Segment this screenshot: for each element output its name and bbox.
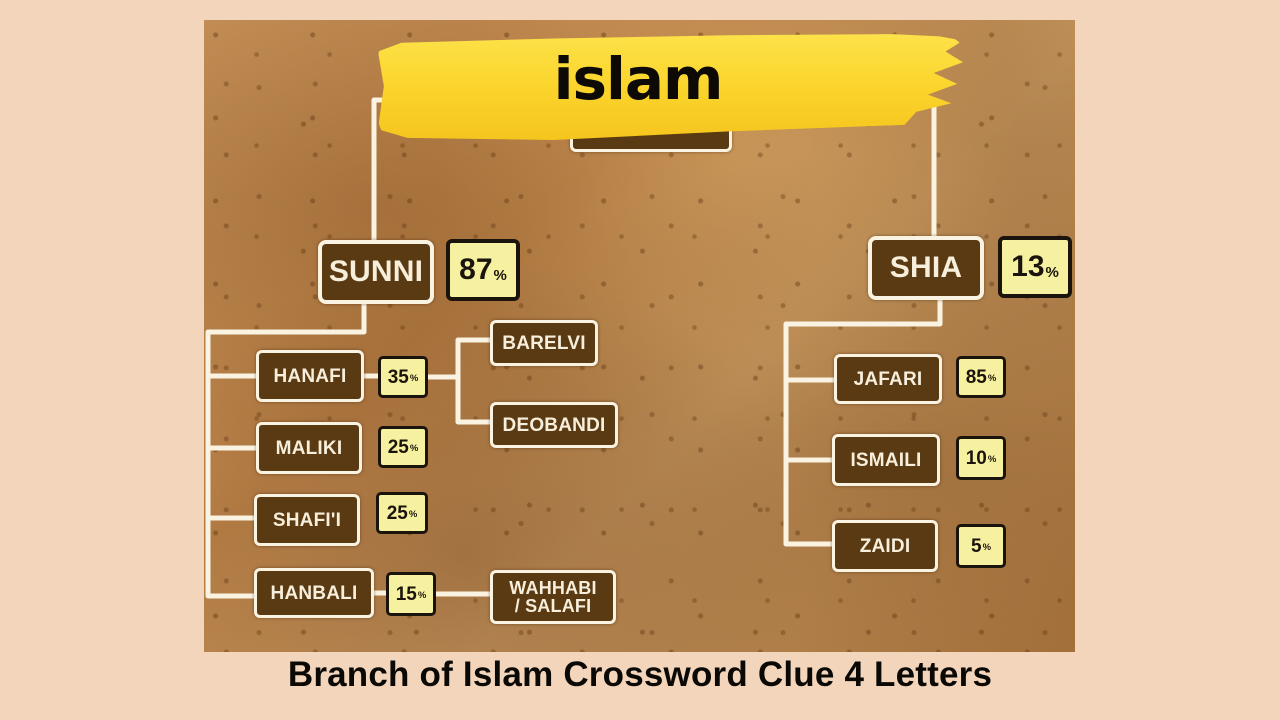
node-zaidi: ZAIDI xyxy=(832,520,938,572)
percent-sunni: 87% xyxy=(446,239,520,301)
percent-zaidi-value: 5 xyxy=(970,535,982,557)
node-wahhabi-label: WAHHABI xyxy=(509,578,597,598)
percent-ismaili: 10% xyxy=(956,436,1006,480)
banner-title: islam xyxy=(553,45,724,113)
percent-symbol: % xyxy=(417,589,427,601)
percent-symbol: % xyxy=(1045,263,1059,281)
percent-symbol: % xyxy=(409,372,419,384)
node-deobandi-label: DEOBANDI xyxy=(502,414,606,436)
percent-hanbali-value: 15 xyxy=(395,583,417,605)
percent-hanbali: 15% xyxy=(386,572,436,616)
percent-shia: 13% xyxy=(998,236,1072,298)
percent-maliki-value: 25 xyxy=(387,436,409,458)
node-zaidi-label: ZAIDI xyxy=(859,535,911,557)
node-hanbali-label: HANBALI xyxy=(270,582,358,604)
node-shafii-label: SHAFI'I xyxy=(272,509,342,531)
node-wahhabi-salafi: WAHHABI / SALAFI xyxy=(490,570,616,624)
percent-symbol: % xyxy=(982,541,992,553)
percent-symbol: % xyxy=(493,266,507,284)
percent-hanafi: 35% xyxy=(378,356,428,398)
title-banner xyxy=(378,34,963,140)
node-shia-label: SHIA xyxy=(889,251,963,284)
node-jafari: JAFARI xyxy=(834,354,942,404)
node-salafi-label: / SALAFI xyxy=(514,596,592,616)
percent-zaidi: 5% xyxy=(956,524,1006,568)
percent-ismaili-value: 10 xyxy=(965,447,987,469)
node-shafii: SHAFI'I xyxy=(254,494,360,546)
node-ismaili: ISMAILI xyxy=(832,434,940,486)
node-barelvi-label: BARELVI xyxy=(502,332,586,354)
percent-shafii: 25% xyxy=(376,492,428,534)
node-sunni-label: SUNNI xyxy=(328,255,424,288)
percent-jafari-value: 85 xyxy=(965,366,987,388)
node-maliki: MALIKI xyxy=(256,422,362,474)
node-maliki-label: MALIKI xyxy=(275,437,343,459)
percent-shia-value: 13 xyxy=(1011,250,1045,283)
percent-jafari: 85% xyxy=(956,356,1006,398)
percent-symbol: % xyxy=(409,442,419,454)
percent-symbol: % xyxy=(987,453,997,465)
percent-maliki: 25% xyxy=(378,426,428,468)
node-hanafi: HANAFI xyxy=(256,350,364,402)
node-sunni: SUNNI xyxy=(318,240,434,304)
caption: Branch of Islam Crossword Clue 4 Letters xyxy=(287,655,993,694)
node-barelvi: BARELVI xyxy=(490,320,598,366)
percent-symbol: % xyxy=(408,508,418,520)
percent-sunni-value: 87 xyxy=(459,253,493,286)
node-ismaili-label: ISMAILI xyxy=(850,449,922,471)
node-shia: SHIA xyxy=(868,236,984,300)
node-hanbali: HANBALI xyxy=(254,568,374,618)
node-deobandi: DEOBANDI xyxy=(490,402,618,448)
node-jafari-label: JAFARI xyxy=(853,368,923,390)
percent-shafii-value: 25 xyxy=(386,502,408,524)
percent-hanafi-value: 35 xyxy=(387,366,409,388)
percent-symbol: % xyxy=(987,372,997,384)
node-hanafi-label: HANAFI xyxy=(273,365,347,387)
